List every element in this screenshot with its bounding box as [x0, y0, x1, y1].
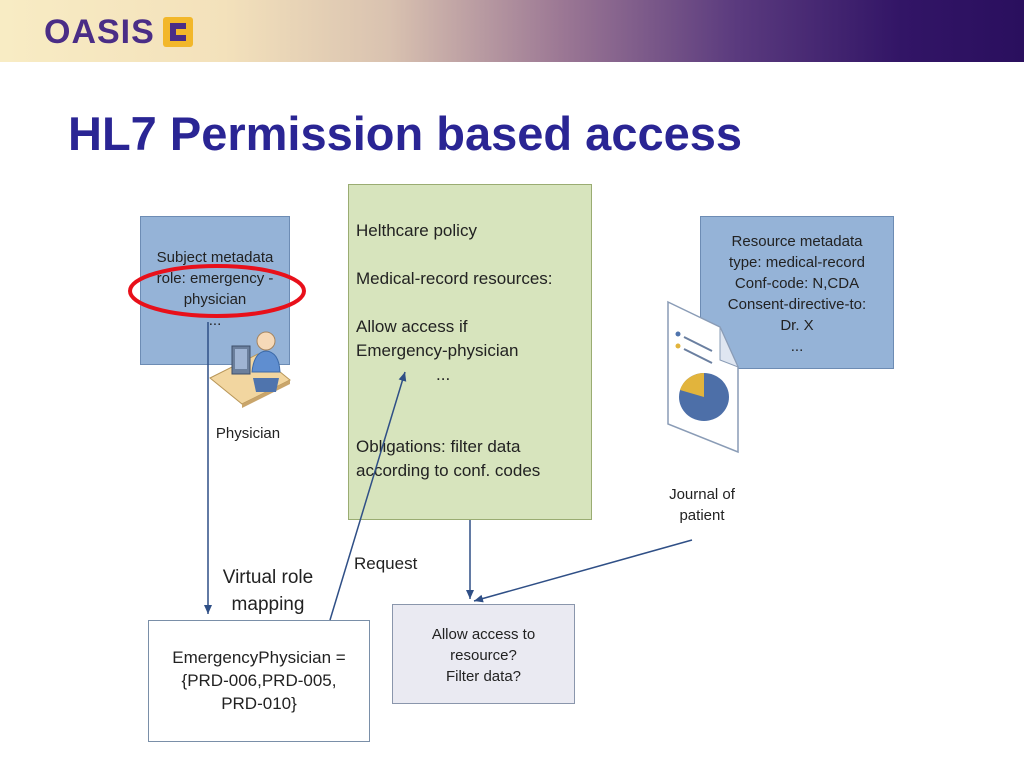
- role-mapping-box: EmergencyPhysician = {PRD-006,PRD-005, P…: [148, 620, 370, 742]
- patient-journal-icon: [667, 300, 739, 454]
- page-title: HL7 Permission based access: [68, 107, 743, 160]
- journal-to-decision-arrow: [473, 539, 693, 603]
- policy-line-4: Emergency-physician: [356, 341, 519, 360]
- logo-wordmark: OASIS: [44, 13, 155, 51]
- highlight-ellipse: [128, 264, 306, 318]
- resource-line-1: Resource metadata: [731, 233, 863, 250]
- resource-line-6: ...: [790, 338, 804, 355]
- decision-line-2: resource?: [450, 647, 517, 664]
- resource-metadata-box: Resource metadata type: medical-record C…: [700, 216, 894, 369]
- decision-line-1: Allow access to: [431, 626, 536, 643]
- resource-line-5: Dr. X: [780, 317, 814, 334]
- subject-line-3: physician: [183, 291, 247, 308]
- request-label: Request: [354, 554, 418, 573]
- journal-of-patient-label: Journal of patient: [669, 486, 735, 524]
- policy-line-1: Helthcare policy: [356, 221, 477, 240]
- mapping-line-2: {PRD-006,PRD-005,: [181, 671, 337, 690]
- request-arrow: [329, 371, 407, 621]
- decision-line-3: Filter data?: [445, 668, 522, 685]
- subject-line-2: role: emergency -: [156, 270, 274, 287]
- mapping-line-1: EmergencyPhysician =: [172, 648, 346, 667]
- policy-line-7: according to conf. codes: [356, 461, 541, 480]
- resource-line-3: Conf-code: N,CDA: [734, 275, 860, 292]
- healthcare-policy-box: Helthcare policy Medical-record resource…: [348, 184, 592, 520]
- policy-line-6: Obligations: filter data: [356, 437, 521, 456]
- oasis-logo-icon: [162, 17, 193, 47]
- subject-metadata-box: Subject metadata role: emergency - physi…: [140, 216, 290, 365]
- access-decision-box: Allow access to resource? Filter data?: [392, 604, 575, 704]
- policy-line-5: ...: [436, 365, 451, 384]
- mapping-line-3: PRD-010}: [221, 694, 297, 713]
- subject-line-1: Subject metadata: [156, 249, 274, 266]
- policy-line-2: Medical-record resources:: [356, 269, 553, 288]
- policy-line-3: Allow access if: [356, 317, 468, 336]
- resource-line-2: type: medical-record: [729, 254, 865, 271]
- virtual-role-mapping-label: Virtual role mapping: [222, 567, 314, 615]
- resource-line-4: Consent-directive-to:: [727, 296, 867, 313]
- physician-desk-icon: [209, 331, 291, 408]
- physician-label: Physician: [215, 425, 281, 442]
- oasis-logo: OASIS: [44, 12, 193, 52]
